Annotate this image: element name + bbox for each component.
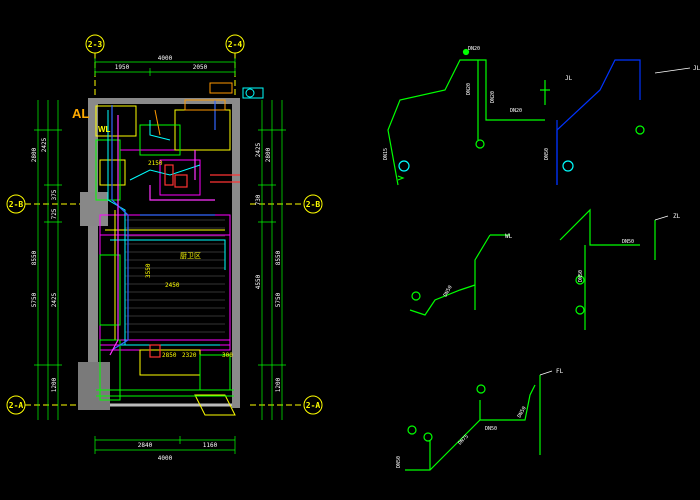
pipe-label-p11: DN50 xyxy=(485,426,497,432)
dim-left-1: 2800 xyxy=(31,147,38,162)
dim-right-7: 1200 xyxy=(275,377,282,392)
dim-right-2: 2425 xyxy=(255,142,262,157)
dim-left-3: 725 xyxy=(51,208,58,219)
plan-dim-300: 300 xyxy=(222,352,233,359)
dim-bottom-b: 1160 xyxy=(203,442,218,449)
dim-bottom-total: 4000 xyxy=(158,455,173,462)
pipe-label-p1: DN20 xyxy=(468,46,480,52)
riser-label-fl: FL xyxy=(556,368,564,375)
dim-left-2: 2425 xyxy=(41,137,48,152)
riser-label-wl: WL xyxy=(505,233,513,240)
riser-label-zl: ZL xyxy=(673,213,681,220)
axis-label-bottom-right: 2-A xyxy=(306,401,321,410)
pipe-label-p9: DN50 xyxy=(578,270,584,282)
dim-bottom-a: 2840 xyxy=(138,442,153,449)
pipe-label-p3: DN20 xyxy=(490,91,496,103)
plan-dim-2850: 2850 xyxy=(162,352,177,359)
room-name: 厨卫区 xyxy=(180,252,201,260)
riser-label-jl2: JL xyxy=(693,65,700,72)
dim-right-3: 730 xyxy=(255,194,262,205)
dim-right-5: 4550 xyxy=(255,274,262,289)
axis-bubble-right-mid xyxy=(303,194,323,214)
pipe-label-p2: DN20 xyxy=(466,83,472,95)
room-label-wl: WL xyxy=(98,125,111,134)
dim-top-a: 1950 xyxy=(115,64,130,71)
column-bottom-left xyxy=(78,362,110,410)
plan-dim-2150: 2150 xyxy=(148,160,163,167)
riser-fl xyxy=(405,370,553,471)
pipe-label-p4: DN20 xyxy=(510,108,522,114)
pipe-label-p10: DN75 xyxy=(457,434,470,447)
dim-left-4: 375 xyxy=(51,189,58,200)
riser-label-jl1: JL xyxy=(565,75,573,82)
dimension-lines xyxy=(34,58,286,454)
riser-zl xyxy=(559,208,669,330)
dim-left-8: 1200 xyxy=(51,377,58,392)
dim-top-b: 2050 xyxy=(193,64,208,71)
dim-left-6: 5750 xyxy=(31,292,38,307)
axis-label-right-mid: 2-B xyxy=(306,200,321,209)
axis-label-top-right: 2-4 xyxy=(228,40,243,49)
floor-plan: AL WL 厨卫区 3550 2450 2850 2320 300 2150 xyxy=(72,82,264,416)
pipe-label-p7: DN50 xyxy=(443,285,454,298)
room-label-al: AL xyxy=(72,106,89,121)
dim-left-7: 2425 xyxy=(51,292,58,307)
pipe-label-p5: DN15 xyxy=(383,148,389,160)
plan-dim-2450: 2450 xyxy=(165,282,180,289)
dim-right-4: 8550 xyxy=(275,250,282,265)
pipe-label-p8: DN50 xyxy=(622,239,634,245)
riser-jl-green xyxy=(387,48,550,186)
axis-label-bottom-left: 2-A xyxy=(9,401,24,410)
dim-right-6: 5750 xyxy=(275,292,282,307)
axis-label-top-left: 2-3 xyxy=(88,40,103,49)
axis-label-left-mid: 2-B xyxy=(9,200,24,209)
dim-top-total: 4000 xyxy=(158,55,173,62)
dim-left-5: 8550 xyxy=(31,250,38,265)
pipe-label-p13: DN50 xyxy=(396,456,402,468)
pipe-label-p12: DN50 xyxy=(517,406,528,419)
plan-dim-2320: 2320 xyxy=(182,352,197,359)
riser-wl xyxy=(409,234,510,316)
pipe-label-p6: DN50 xyxy=(544,148,550,160)
axis-bubble-bottom-right xyxy=(303,395,323,415)
column-left xyxy=(80,192,108,226)
dim-right-1: 2800 xyxy=(265,147,272,162)
plan-dim-3550: 3550 xyxy=(145,263,152,278)
riser-jl-blue xyxy=(556,59,691,185)
